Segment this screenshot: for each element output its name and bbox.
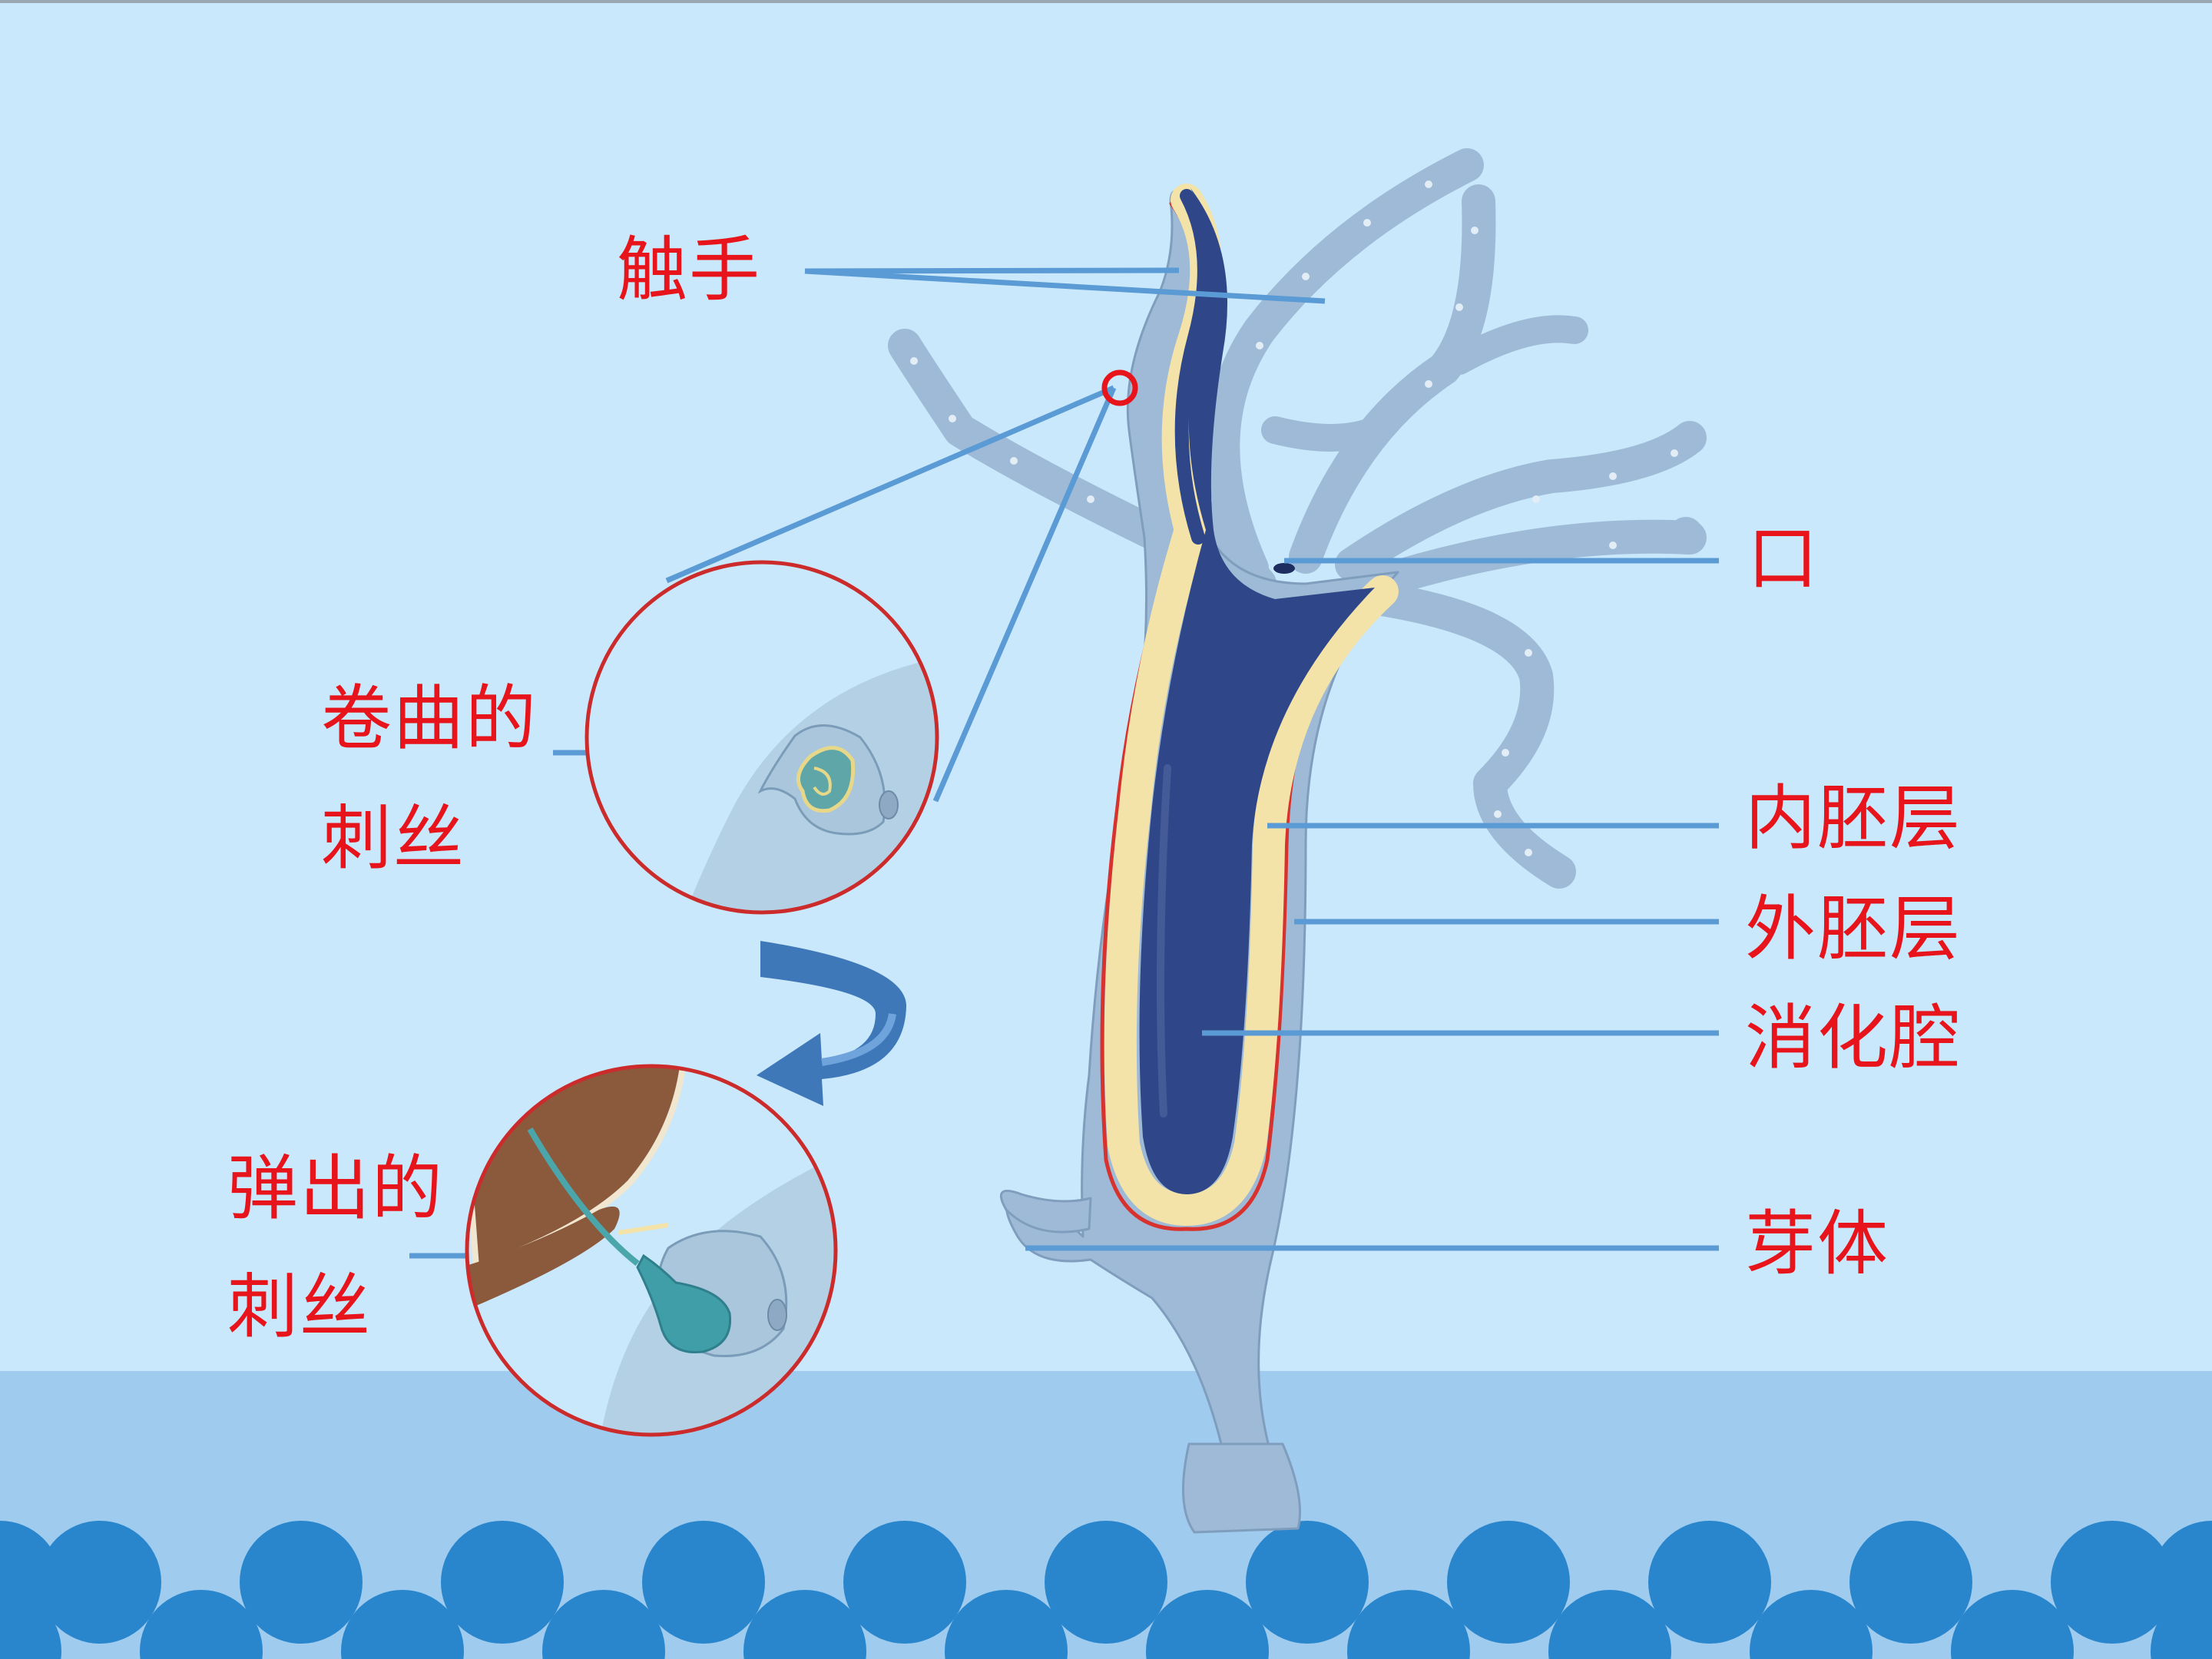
- nematocyst-capsule-coiled: [796, 746, 856, 813]
- label-ectoderm: 外胚层: [1745, 888, 1962, 970]
- label-coiled-nematocyst-line2: 刺丝: [321, 797, 466, 879]
- top-border-line: [0, 0, 2212, 3]
- hydra-foot: [1181, 1442, 1301, 1534]
- label-bud: 芽体: [1745, 1203, 1890, 1285]
- gastrovascular-cavity: [1139, 188, 1375, 1194]
- label-endoderm: 内胚层: [1745, 777, 1962, 859]
- leader-lines: [409, 267, 1719, 1259]
- arrow-highlight: [821, 1013, 896, 1066]
- label-mouth: 口: [1747, 518, 1820, 600]
- wave-pattern: [0, 1521, 2212, 1659]
- hydra: [888, 148, 1707, 1534]
- cavity-highlight: [1157, 764, 1171, 1118]
- cavity-channel-top: [1174, 189, 1211, 545]
- label-tentacle: 触手: [617, 229, 762, 311]
- label-ejected-nematocyst-line2: 刺丝: [227, 1266, 373, 1348]
- mouth-opening: [1273, 563, 1295, 574]
- label-ejected-nematocyst-line1: 弹出的: [227, 1147, 445, 1230]
- bud: [999, 1190, 1092, 1233]
- tentacle-nematocyst-dots: [910, 180, 1678, 856]
- ejected-thread: [527, 1127, 640, 1267]
- label-gastrovascular-cavity: 消化腔: [1745, 997, 1962, 1079]
- transition-arrow: [757, 941, 906, 1106]
- label-coiled-nematocyst-line1: 卷曲的: [321, 677, 538, 760]
- nematocyst-capsule-ejected: [636, 1253, 732, 1354]
- magnify-point-marker: [1101, 369, 1138, 406]
